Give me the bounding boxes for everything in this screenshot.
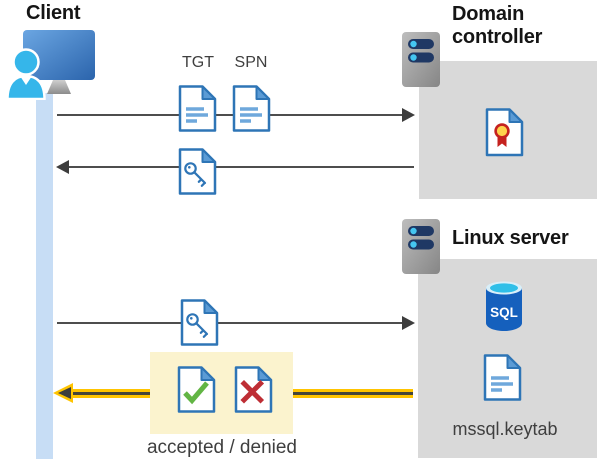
sql-database-icon: SQL bbox=[484, 280, 524, 337]
server-tower-icon bbox=[401, 31, 441, 93]
server-tower-icon bbox=[401, 218, 441, 280]
arrow-client-to-dc-head bbox=[402, 108, 415, 122]
accepted-document-icon bbox=[176, 366, 217, 413]
arrow-linux-to-client-head bbox=[58, 387, 71, 399]
svg-text:SQL: SQL bbox=[490, 305, 518, 320]
arrow-dc-to-client bbox=[69, 166, 414, 168]
client-lifeline-bar bbox=[36, 93, 53, 459]
result-label: accepted / denied bbox=[146, 437, 297, 458]
tgt-label: TGT bbox=[182, 54, 214, 71]
linux-server-label: Linux server bbox=[452, 227, 569, 249]
arrow-client-to-linux bbox=[57, 322, 403, 324]
denied-document-icon bbox=[233, 366, 274, 413]
arrow-client-to-linux-head bbox=[402, 316, 415, 330]
tgt-document-icon bbox=[177, 85, 218, 132]
arrow-dc-to-client-head bbox=[56, 160, 69, 174]
spn-label: SPN bbox=[234, 54, 268, 71]
client-label: Client bbox=[26, 2, 81, 24]
keytab-filename-label: mssql.keytab bbox=[452, 419, 558, 439]
client-computer-icon bbox=[4, 28, 104, 105]
spn-document-icon bbox=[231, 85, 272, 132]
keytab-document-icon bbox=[482, 353, 523, 401]
ticket-key-document-icon bbox=[177, 148, 218, 195]
certificate-document-icon bbox=[484, 108, 525, 157]
arrow-client-to-dc bbox=[57, 114, 403, 116]
domain-controller-label: Domain controller bbox=[452, 3, 543, 48]
ticket-key-document-icon bbox=[179, 299, 220, 346]
